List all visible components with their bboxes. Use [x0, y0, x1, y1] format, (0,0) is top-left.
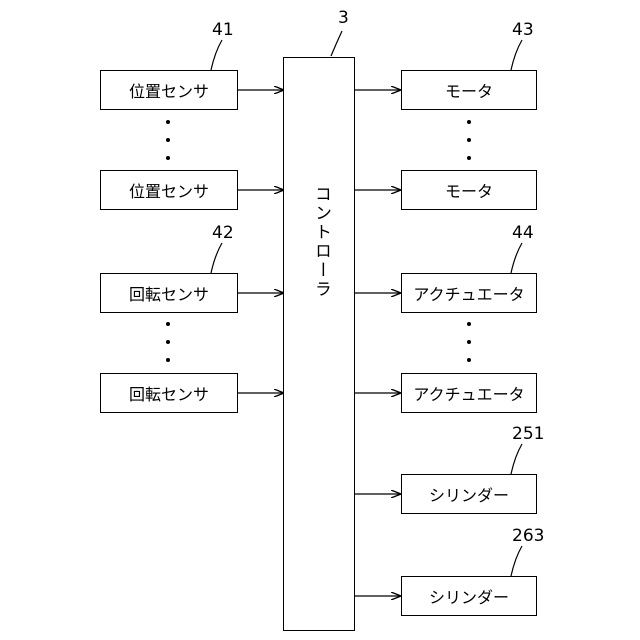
ellipsis-dots-rotation-sensor — [166, 322, 170, 376]
cylinder-263-ref-number: 263 — [512, 526, 544, 546]
cylinder-251-box: シリンダー — [401, 474, 537, 514]
leader-43 — [511, 40, 522, 70]
controller-box — [283, 57, 355, 631]
ellipsis-dots-position-sensor — [166, 120, 170, 174]
controller-ref-number: 3 — [338, 8, 349, 28]
ellipsis-dots-motor — [467, 120, 471, 174]
leader-41 — [211, 40, 222, 70]
cylinder-251-ref-number: 251 — [512, 424, 544, 444]
leader-44 — [511, 243, 522, 273]
position-sensor-box-bottom: 位置センサ — [100, 170, 238, 210]
leader-42 — [211, 243, 222, 273]
position-sensor-ref-number: 41 — [212, 20, 234, 40]
leader-263 — [511, 546, 522, 576]
motor-box-bottom: モータ — [401, 170, 537, 210]
ellipsis-dots-actuator — [467, 322, 471, 376]
rotation-sensor-box-bottom: 回転センサ — [100, 373, 238, 413]
motor-box-top: モータ — [401, 70, 537, 110]
motor-ref-number: 43 — [512, 20, 534, 40]
rotation-sensor-ref-number: 42 — [212, 223, 234, 243]
leader-251 — [511, 444, 522, 474]
actuator-ref-number: 44 — [512, 223, 534, 243]
actuator-box-top: アクチュエータ — [401, 273, 537, 313]
position-sensor-box-top: 位置センサ — [100, 70, 238, 110]
actuator-box-bottom: アクチュエータ — [401, 373, 537, 413]
cylinder-263-box: シリンダー — [401, 576, 537, 616]
leader-controller — [331, 31, 342, 56]
controller-label: コントローラ — [309, 185, 334, 299]
rotation-sensor-box-top: 回転センサ — [100, 273, 238, 313]
